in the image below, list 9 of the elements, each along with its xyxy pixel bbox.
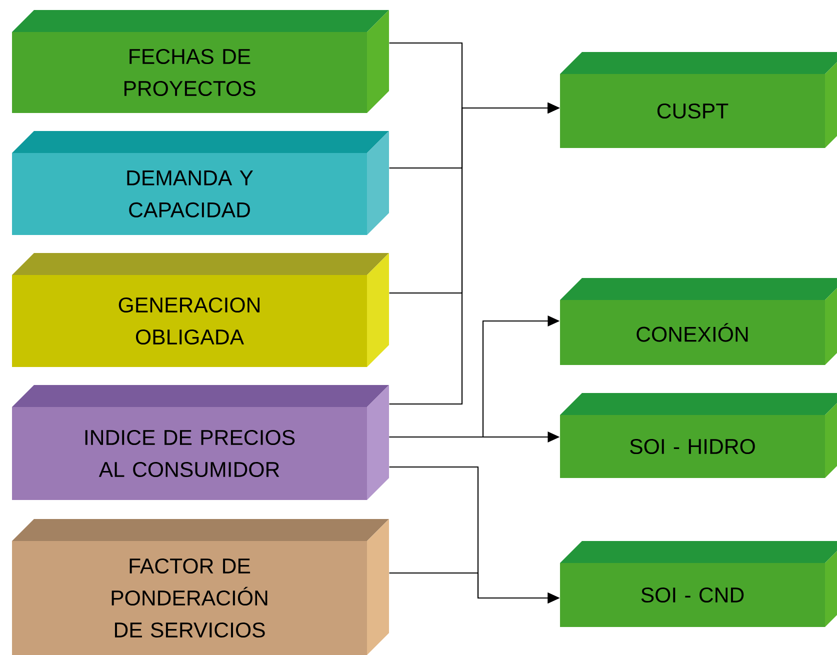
process-box: CUSPT	[560, 52, 837, 148]
process-box: GENERACION OBLIGADA	[12, 253, 389, 367]
process-box: SOI - CND	[560, 541, 837, 627]
process-box: CONEXIÓN	[560, 278, 837, 365]
process-box: SOI - HIDRO	[560, 393, 837, 478]
process-box: FECHAS DE PROYECTOS	[12, 10, 389, 113]
process-box: DEMANDA Y CAPACIDAD	[12, 131, 389, 235]
process-box: FACTOR DE PONDERACIÓN DE SERVICIOS	[12, 519, 389, 655]
process-box: INDICE DE PRECIOS AL CONSUMIDOR	[12, 385, 389, 500]
